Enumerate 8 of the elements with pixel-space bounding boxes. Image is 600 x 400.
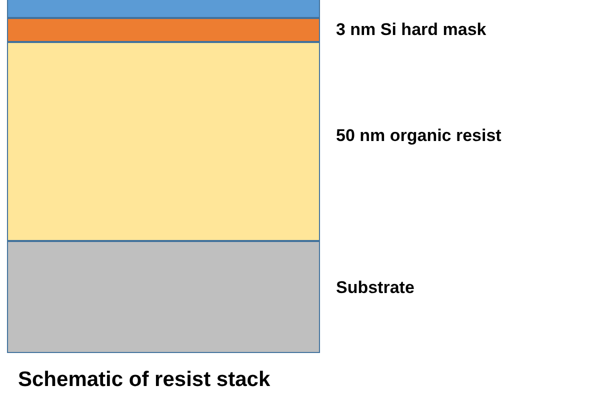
layer-label: 3 nm Si hard mask: [336, 20, 486, 40]
layer-label: Substrate: [336, 278, 414, 298]
title: Schematic of resist stack: [18, 367, 270, 393]
hard-mask-layer: [7, 18, 320, 42]
layer-label: 50 nm organic resist: [336, 126, 502, 146]
resist-layer: [7, 42, 320, 241]
substrate-layer: [7, 241, 320, 353]
top-layer: [7, 0, 320, 18]
